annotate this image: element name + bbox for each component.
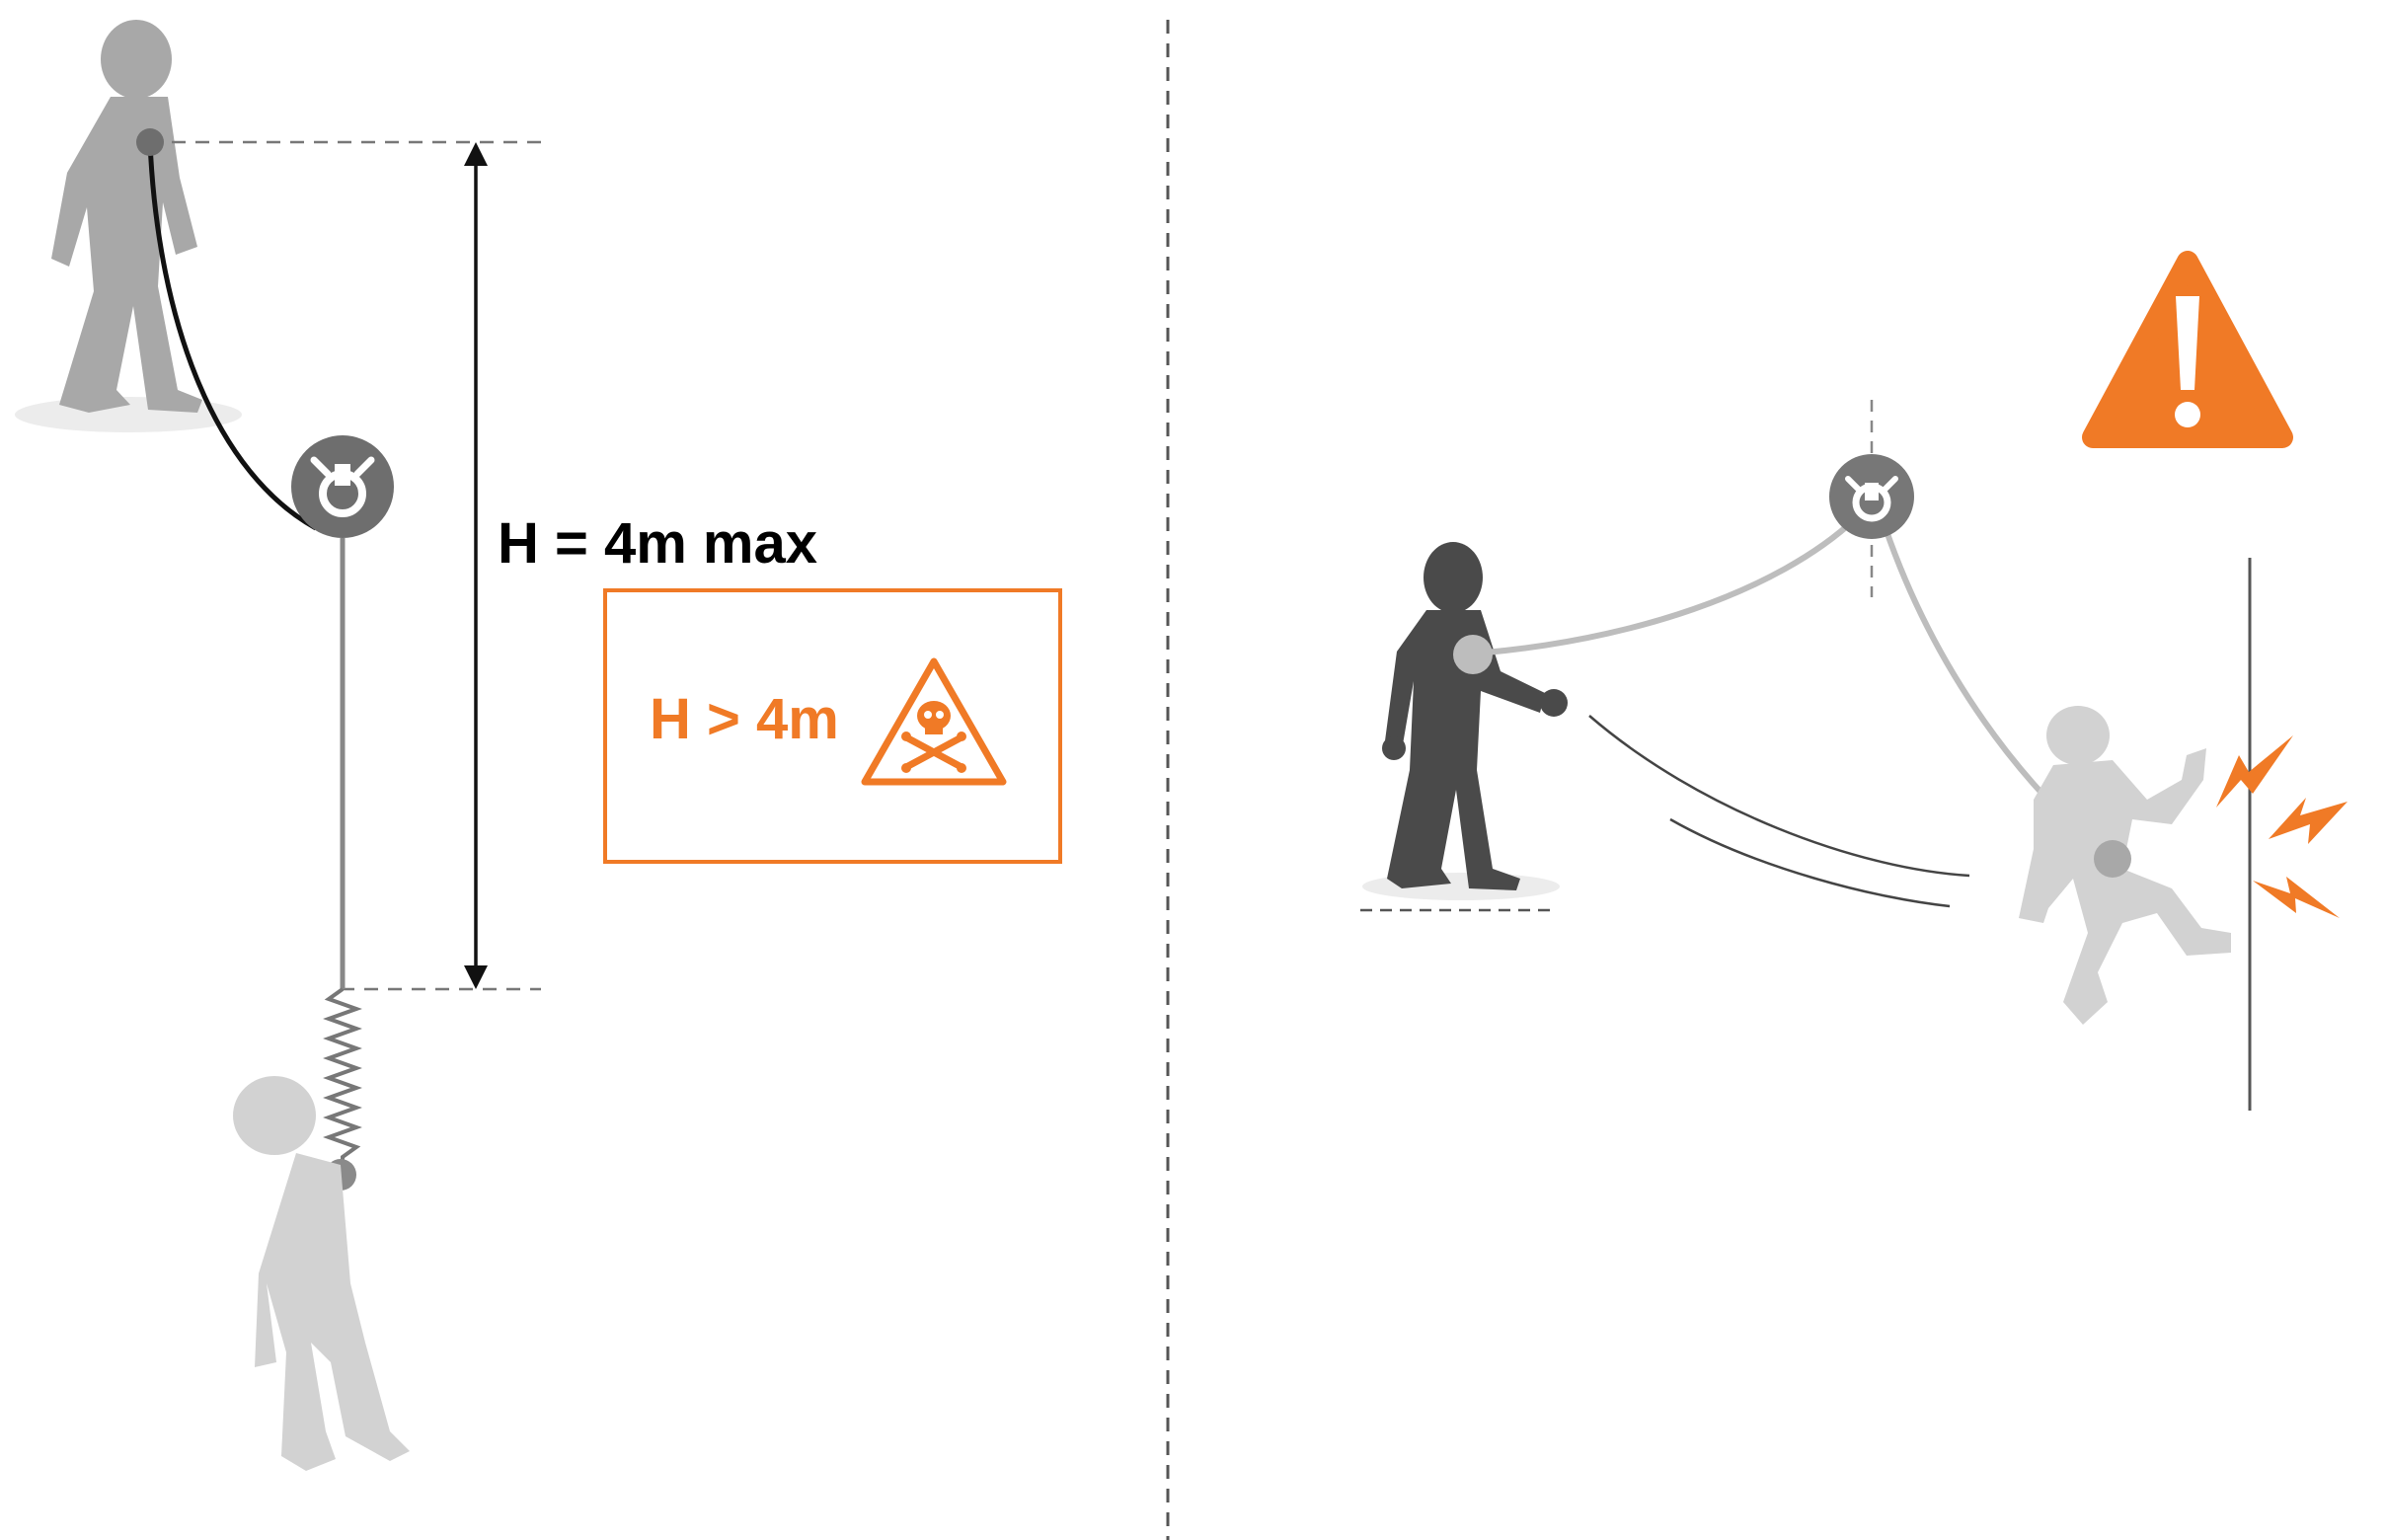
retractable-device-icon <box>291 435 394 538</box>
impact-lightning-icon <box>2216 735 2348 918</box>
lanyard-line-right <box>1472 515 1859 656</box>
skull-crossbones-warning-icon <box>861 657 1007 786</box>
swing-motion-line-2 <box>1669 817 1951 908</box>
suspended-worker-figure <box>233 1076 410 1471</box>
height-limit-label: H = 4m max <box>498 511 817 576</box>
height-warning-label: H > 4m <box>650 687 839 751</box>
retractable-device-icon-right <box>1829 454 1914 539</box>
chest-anchor-point <box>136 128 164 156</box>
left-panel: H = 4m max H > 4m <box>15 20 1062 1471</box>
height-warning-box: H > 4m <box>603 588 1062 864</box>
lanyard-line <box>147 141 318 531</box>
energy-absorber-spring <box>323 987 362 1175</box>
standing-worker-figure <box>15 20 242 432</box>
swinging-worker-figure <box>2019 706 2231 1025</box>
chest-anchor-point-right <box>1453 635 1493 674</box>
swing-anchor-point <box>2094 840 2131 878</box>
right-panel <box>1360 251 2348 1111</box>
swing-motion-line-1 <box>1588 715 1970 878</box>
exclamation-warning-icon <box>2082 251 2293 448</box>
dark-worker-figure <box>1382 542 1568 890</box>
height-measurement-arrow <box>464 142 488 989</box>
